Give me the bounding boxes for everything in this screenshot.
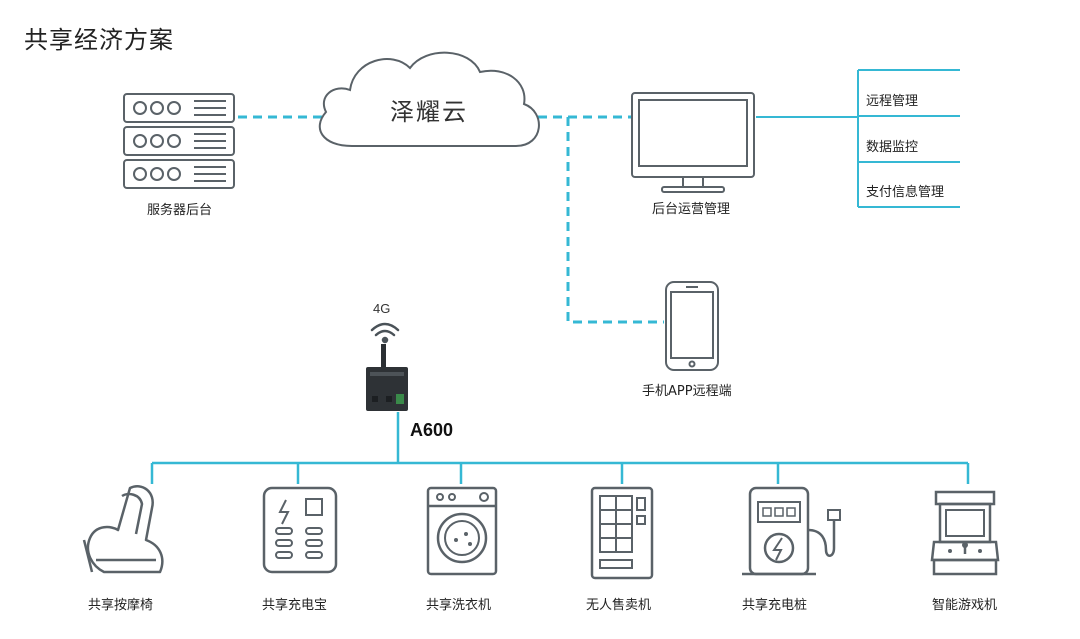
- device-bus: [150, 412, 970, 484]
- server-label: 服务器后台: [147, 203, 213, 218]
- charging-pile-icon: [742, 486, 841, 576]
- device-label: 无人售卖机: [586, 598, 652, 613]
- page-title: 共享经济方案: [24, 26, 174, 54]
- ops-function-bracket: [756, 69, 960, 208]
- device-label: 共享洗衣机: [426, 598, 492, 613]
- ops-function-payment: 支付信息管理: [866, 185, 945, 200]
- phone-icon: [665, 281, 719, 371]
- arcade-machine-icon: [930, 490, 1000, 576]
- washing-machine-icon: [426, 486, 498, 576]
- monitor-icon: [631, 92, 755, 193]
- power-bank-station-icon: [262, 486, 338, 574]
- device-model-label: A600: [410, 420, 454, 440]
- ops-function-remote: 远程管理: [866, 94, 919, 109]
- cloud-icon: [318, 51, 540, 147]
- device-label: 智能游戏机: [932, 598, 998, 613]
- cloud-label: 泽耀云: [390, 98, 468, 126]
- ops-label: 后台运营管理: [652, 202, 731, 217]
- ops-function-monitoring: 数据监控: [866, 140, 919, 155]
- cloud-connections: [238, 115, 664, 324]
- device-label: 共享充电桩: [742, 598, 808, 613]
- server-icon: [123, 93, 235, 189]
- app-label: 手机APP远程端: [642, 384, 732, 399]
- device-label: 共享充电宝: [262, 598, 328, 613]
- massage-chair-icon: [82, 485, 164, 574]
- vending-machine-icon: [590, 486, 654, 580]
- wifi-icon: [370, 322, 400, 344]
- cloud-app-link: [566, 117, 664, 324]
- signal-label: 4G: [373, 301, 391, 316]
- gateway-device-icon: [366, 344, 408, 411]
- device-label: 共享按摩椅: [88, 598, 154, 613]
